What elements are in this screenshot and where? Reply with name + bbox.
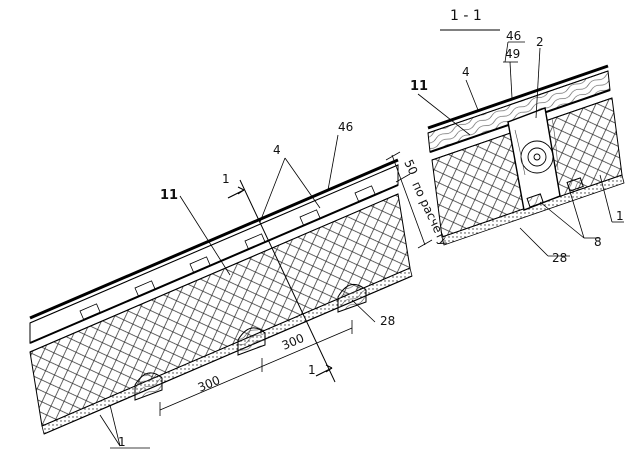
leader-4b xyxy=(284,157,321,209)
leader-4a xyxy=(259,157,286,223)
dim-50: 50 xyxy=(401,157,420,177)
leader-28 xyxy=(351,299,376,323)
label-11: 11 xyxy=(160,188,178,203)
section-label-28: 28 xyxy=(552,251,567,265)
label-1: 1 xyxy=(118,435,126,449)
section-label-4: 4 xyxy=(462,65,470,79)
label-4: 4 xyxy=(273,143,281,157)
cut-mark-top: 1 xyxy=(222,172,230,186)
cut-mark-bottom: 1 xyxy=(308,363,316,377)
section-label-46: 46 xyxy=(506,29,521,43)
label-28: 28 xyxy=(380,314,395,328)
rafter-section xyxy=(507,107,561,211)
section-label-8: 8 xyxy=(594,235,602,249)
dim-300-left: 300 xyxy=(196,373,223,395)
label-46: 46 xyxy=(338,120,353,134)
section-label-1: 1 xyxy=(616,209,624,223)
section-view: 1 - 1 xyxy=(410,8,625,265)
left-roof-view: 11 4 46 28 1 1 1 300 300 50 по расчету xyxy=(29,120,451,449)
section-title: 1 - 1 xyxy=(450,8,482,24)
leader-1b xyxy=(109,404,121,447)
leader-46 xyxy=(327,134,339,191)
section-label-2: 2 xyxy=(536,35,544,49)
timber-blocks xyxy=(134,283,367,401)
leader-1a xyxy=(99,414,121,447)
section-label-49: 49 xyxy=(505,47,520,61)
section-label-11: 11 xyxy=(410,79,428,94)
leader-11 xyxy=(179,195,231,276)
